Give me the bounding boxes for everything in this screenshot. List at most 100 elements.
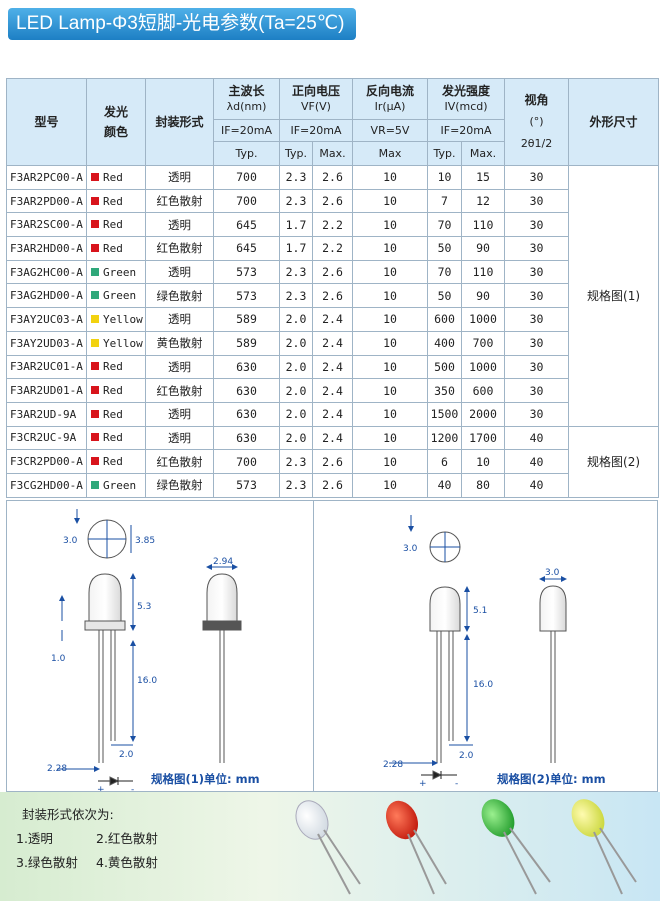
cell-color: Red — [86, 188, 146, 214]
cell-vf-typ: 2.3 — [279, 188, 313, 214]
color-swatch-icon — [91, 172, 99, 181]
color-label: Green — [103, 478, 137, 492]
cell-model: F3AR2HD00-A — [6, 236, 87, 261]
cell-vf-max: 2.6 — [311, 449, 354, 474]
cell-package: 黄色散射 — [145, 330, 214, 356]
cell-iv-typ: 600 — [427, 307, 463, 332]
cell-vf-max: 2.6 — [311, 259, 354, 285]
cell-wavelength: 589 — [213, 307, 280, 332]
color-swatch-icon — [91, 291, 99, 300]
d1-polarity-plus: + — [97, 785, 105, 791]
cell-vf-max: 2.4 — [311, 425, 354, 451]
cell-color: Yellow — [86, 330, 146, 356]
cell-iv-typ: 50 — [427, 236, 463, 261]
cell-model: F3AR2SC00-A — [6, 212, 87, 238]
d2-dim-pitch: 2.0 — [459, 751, 474, 761]
cond-ir: VR=5V — [352, 119, 429, 142]
cell-vf-typ: 2.3 — [279, 259, 313, 285]
d2-polarity-minus: - — [455, 779, 458, 789]
led-photo-yellow — [571, 799, 637, 895]
cell-model: F3AR2UD-9A — [6, 401, 87, 427]
cell-angle: 30 — [504, 307, 570, 332]
cell-wavelength: 630 — [213, 401, 280, 427]
cell-color: Green — [86, 283, 146, 309]
cell-ir: 10 — [352, 425, 429, 451]
cell-vf-typ: 1.7 — [279, 236, 313, 261]
cell-package: 透明 — [145, 401, 214, 427]
color-label: Red — [103, 360, 123, 374]
cell-ir: 10 — [352, 165, 429, 190]
cell-vf-max: 2.4 — [311, 354, 354, 380]
cell-ir: 10 — [352, 449, 429, 474]
sub-max-vf: Max. — [311, 141, 354, 166]
cell-vf-typ: 2.3 — [279, 472, 313, 498]
cell-iv-typ: 1200 — [427, 425, 463, 451]
cell-angle: 30 — [504, 165, 570, 190]
cell-model: F3CR2PD00-A — [6, 449, 87, 474]
cell-ir: 10 — [352, 236, 429, 261]
cell-iv-max: 600 — [461, 378, 506, 403]
cell-iv-typ: 400 — [427, 330, 463, 356]
cell-ir: 10 — [352, 401, 429, 427]
cell-vf-max: 2.4 — [311, 307, 354, 332]
color-label: Red — [103, 194, 123, 208]
cell-dimension-ref-2: 规格图(2) — [568, 425, 660, 498]
color-swatch-icon — [91, 433, 99, 442]
cell-color: Red — [86, 401, 146, 427]
cell-package: 透明 — [145, 425, 214, 451]
led-photo-clear — [295, 800, 361, 895]
cell-ir: 10 — [352, 354, 429, 380]
cell-vf-max: 2.6 — [311, 188, 354, 214]
cell-model: F3AY2UD03-A — [6, 330, 87, 356]
d1-polarity-minus: - — [131, 785, 134, 791]
sub-typ-wl: Typ. — [213, 141, 280, 166]
cell-iv-typ: 70 — [427, 212, 463, 238]
color-label: Yellow — [103, 312, 143, 326]
cell-ir: 10 — [352, 283, 429, 309]
color-swatch-icon — [91, 196, 99, 205]
color-label: Red — [103, 241, 123, 255]
cell-color: Green — [86, 259, 146, 285]
cell-vf-max: 2.4 — [311, 401, 354, 427]
cell-model: F3AG2HC00-A — [6, 259, 87, 285]
cell-model: F3AR2UD01-A — [6, 378, 87, 403]
cell-color: Red — [86, 354, 146, 380]
color-swatch-icon — [91, 362, 99, 371]
color-swatch-icon — [91, 243, 99, 252]
d2-dim-lead-w: 2.28 — [383, 760, 403, 770]
dimension-drawings: 3.0 3.85 2.94 5.3 1.0 16.0 2.0 2.28 + - … — [6, 500, 658, 792]
cell-iv-typ: 40 — [427, 472, 463, 498]
cell-ir: 10 — [352, 212, 429, 238]
cell-vf-max: 2.6 — [311, 165, 354, 190]
cell-wavelength: 573 — [213, 259, 280, 285]
sub-typ-iv: Typ. — [427, 141, 463, 166]
sub-typ-vf: Typ. — [279, 141, 313, 166]
cell-iv-typ: 1500 — [427, 401, 463, 427]
cell-vf-typ: 1.7 — [279, 212, 313, 238]
cell-color: Yellow — [86, 307, 146, 332]
header-package: 封装形式 — [145, 78, 214, 166]
d1-side-body — [88, 573, 122, 622]
cell-vf-typ: 2.0 — [279, 307, 313, 332]
color-swatch-icon — [91, 480, 99, 489]
d2-polarity-plus: + — [419, 779, 427, 789]
cell-vf-max: 2.2 — [311, 212, 354, 238]
cell-iv-typ: 70 — [427, 259, 463, 285]
d1-dim-lead-w: 2.28 — [47, 764, 67, 774]
package-item-4: 4.黄色散射 — [96, 855, 158, 870]
cell-ir: 10 — [352, 307, 429, 332]
cell-iv-max: 110 — [461, 212, 506, 238]
cell-vf-max: 2.6 — [311, 472, 354, 498]
color-swatch-icon — [91, 386, 99, 395]
d1-dim-top-w: 3.0 — [63, 536, 78, 546]
